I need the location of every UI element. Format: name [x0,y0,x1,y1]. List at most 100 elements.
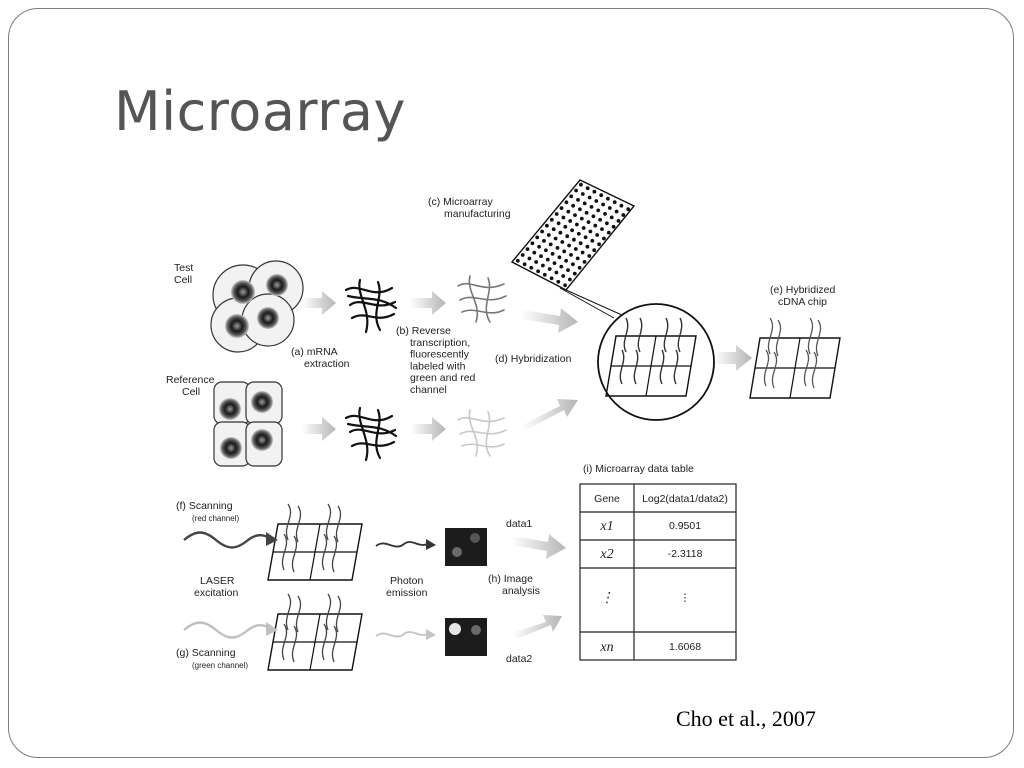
microarray-slide [510,179,701,351]
array-spot [545,223,549,228]
array-spot [569,253,573,257]
array-spot [578,241,583,246]
test-cell-label-line-1: Test [174,262,193,274]
array-spot [562,249,567,254]
mrna-strands-reference [344,406,398,462]
array-spot [563,224,568,229]
photon-wave-green [375,629,436,640]
array-spot [534,260,539,264]
array-spot [554,212,559,216]
table-value-cell: 1.6068 [669,641,701,653]
table-header-2: Log2(data1/data2) [642,493,728,505]
array-spot [569,194,574,199]
citation: Cho et al., 2007 [676,706,816,731]
array-spot [564,258,568,263]
array-spot [540,229,544,234]
array-spot [595,233,600,237]
array-spot [572,271,577,276]
table-value-cell: -2.3118 [668,548,703,560]
array-spot [573,213,577,218]
array-spot [573,247,578,251]
step-a-label-line-1: (a) mRNA [291,346,338,358]
array-spot [603,212,607,216]
labeled-cdna-green [457,409,507,457]
array-spot [590,238,595,243]
array-spot [563,283,567,288]
array-spot [522,262,527,267]
magnified-spot [597,303,715,421]
array-spot [606,196,610,201]
table-caption-line-1: (i) Microarray data table [583,463,694,475]
step-b-label-line-2: transcription, [410,337,470,349]
array-spot [587,195,592,200]
step-b-label-line-4: labeled with [410,360,466,372]
array-spot [539,254,543,258]
array-spot [555,246,560,250]
array-spot [606,230,611,235]
step-g-label-line-1: (g) Scanning [176,647,236,659]
laser-wave-red [183,531,278,549]
array-spot [600,227,604,232]
scanning-chip-green [267,593,363,671]
array-spot [553,236,558,241]
step-e-label-line-2: cDNA chip [778,296,827,308]
array-spot [544,248,548,253]
array-spot [585,244,590,249]
microarray-data-table [579,483,737,661]
array-spot [559,206,564,211]
array-spot [542,272,547,277]
scanning-chip-red [267,503,363,581]
array-spot [571,203,575,208]
array-spot [582,260,587,264]
process-arrows [302,291,752,639]
array-spot [556,279,561,284]
array-spot [581,226,586,230]
array-spot [575,256,580,261]
array-spot [579,216,584,221]
array-spot [576,198,580,202]
array-spot [583,235,588,240]
laser-wave-green [183,621,278,639]
step-d-label-line-1: (d) Hybridization [495,353,572,365]
step-b-label-line-3: fluorescently [410,349,470,361]
array-spot [589,205,594,209]
array-spot [537,244,541,249]
array-spot [564,200,569,205]
array-spot [626,207,631,212]
array-spot [577,265,582,270]
array-spot [515,258,520,263]
array-spot [614,209,619,214]
test-cell-label-line-2: Cell [174,274,192,286]
array-spot [567,243,571,248]
reference-cell-cluster [213,381,283,467]
step-e-label-line-1: (e) Hybridized [770,284,836,296]
table-value-cell: ⋮ [680,592,691,604]
mrna-strands-test [344,278,398,334]
array-spot [520,253,525,257]
table-gene-cell: x2 [599,547,613,562]
array-spot [548,242,553,247]
array-spot [601,202,605,207]
array-spot [530,241,535,246]
array-spot [551,227,556,232]
step-h-label-line-1: (h) Image [488,573,533,585]
array-spot [568,219,573,223]
array-spot [545,257,550,262]
step-c-label-line-1: (c) Microarray [428,196,493,208]
array-spot [575,222,579,227]
array-spot [568,277,572,282]
table-value-cell: 0.9501 [669,520,701,532]
slide-frame [8,8,1014,758]
array-spot [549,276,554,281]
array-spot [598,217,602,222]
table-gene-cell: x1 [599,519,613,534]
array-spot [579,182,583,187]
step-f-label-line-1: (f) Scanning [176,500,233,512]
array-spot [596,208,601,213]
array-spot [588,229,593,234]
array-spot [561,274,566,278]
step-a-label-line-2: extraction [304,358,350,370]
photon-wave-red [375,539,436,550]
array-spot [532,250,537,255]
array-spot [594,199,599,203]
